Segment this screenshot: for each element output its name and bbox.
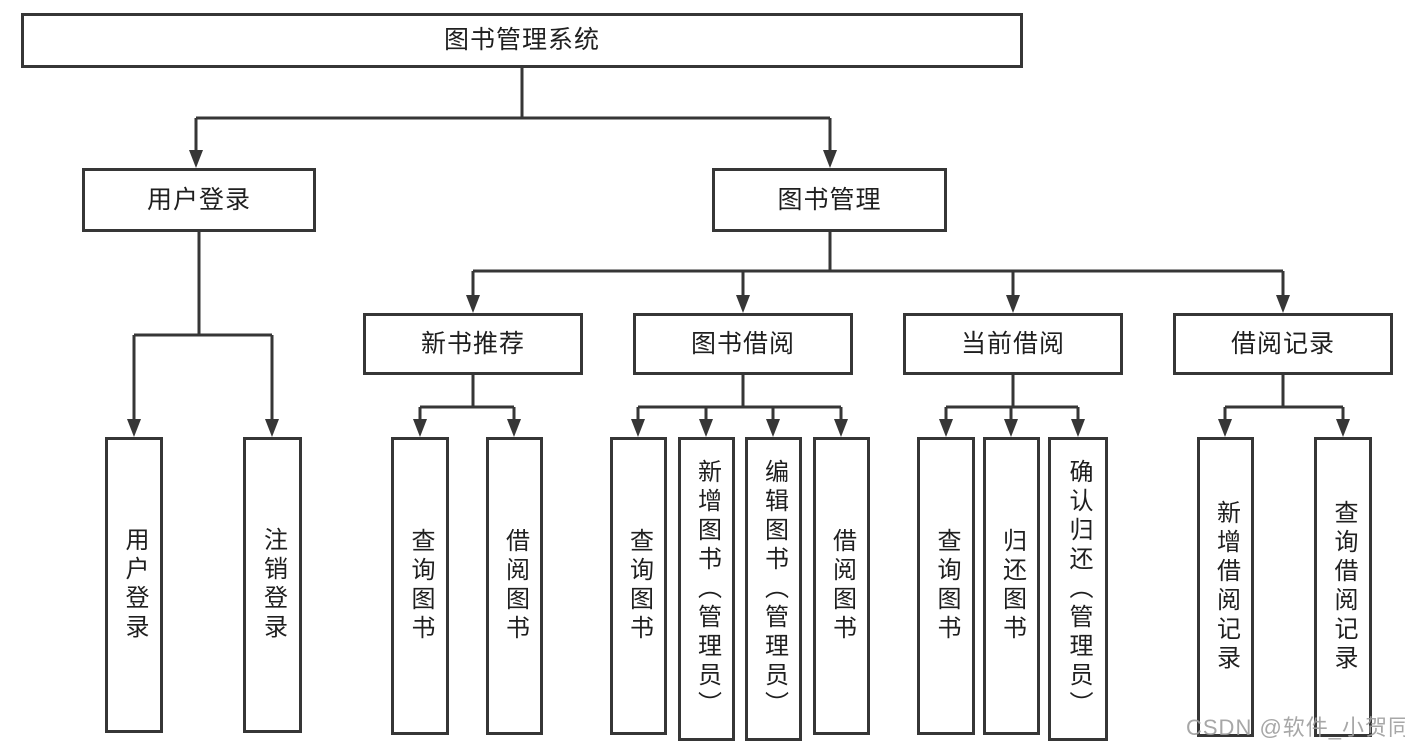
leaf-borrow-edit-books-admin: 编辑图书（管理员） [745, 437, 802, 741]
node-user-login: 用户登录 [82, 168, 316, 232]
watermark-text: CSDN @软件_小贺同学 [1186, 715, 1405, 740]
leaf-current-return-books: 归还图书 [983, 437, 1040, 735]
leaf-user-login: 用户登录 [105, 437, 163, 733]
leaf-record-add-borrow-record: 新增借阅记录 [1197, 437, 1254, 737]
node-book-borrowing: 图书借阅 [633, 313, 853, 375]
leaf-borrow-query-books: 查询图书 [610, 437, 667, 735]
node-current-borrowing: 当前借阅 [903, 313, 1123, 375]
leaf-logout: 注销登录 [243, 437, 302, 733]
node-book-management: 图书管理 [712, 168, 947, 232]
leaf-current-confirm-return-admin: 确认归还（管理员） [1048, 437, 1108, 741]
node-borrowing-records: 借阅记录 [1173, 313, 1393, 375]
leaf-borrow-borrow-books: 借阅图书 [813, 437, 870, 735]
leaf-borrow-add-books-admin: 新增图书（管理员） [678, 437, 735, 741]
leaf-rec-query-books: 查询图书 [391, 437, 449, 735]
leaf-current-query-books: 查询图书 [917, 437, 975, 735]
node-library-system: 图书管理系统 [21, 13, 1023, 68]
leaf-record-query-borrow-record: 查询借阅记录 [1314, 437, 1372, 737]
leaf-rec-borrow-books: 借阅图书 [486, 437, 543, 735]
node-new-book-recommend: 新书推荐 [363, 313, 583, 375]
